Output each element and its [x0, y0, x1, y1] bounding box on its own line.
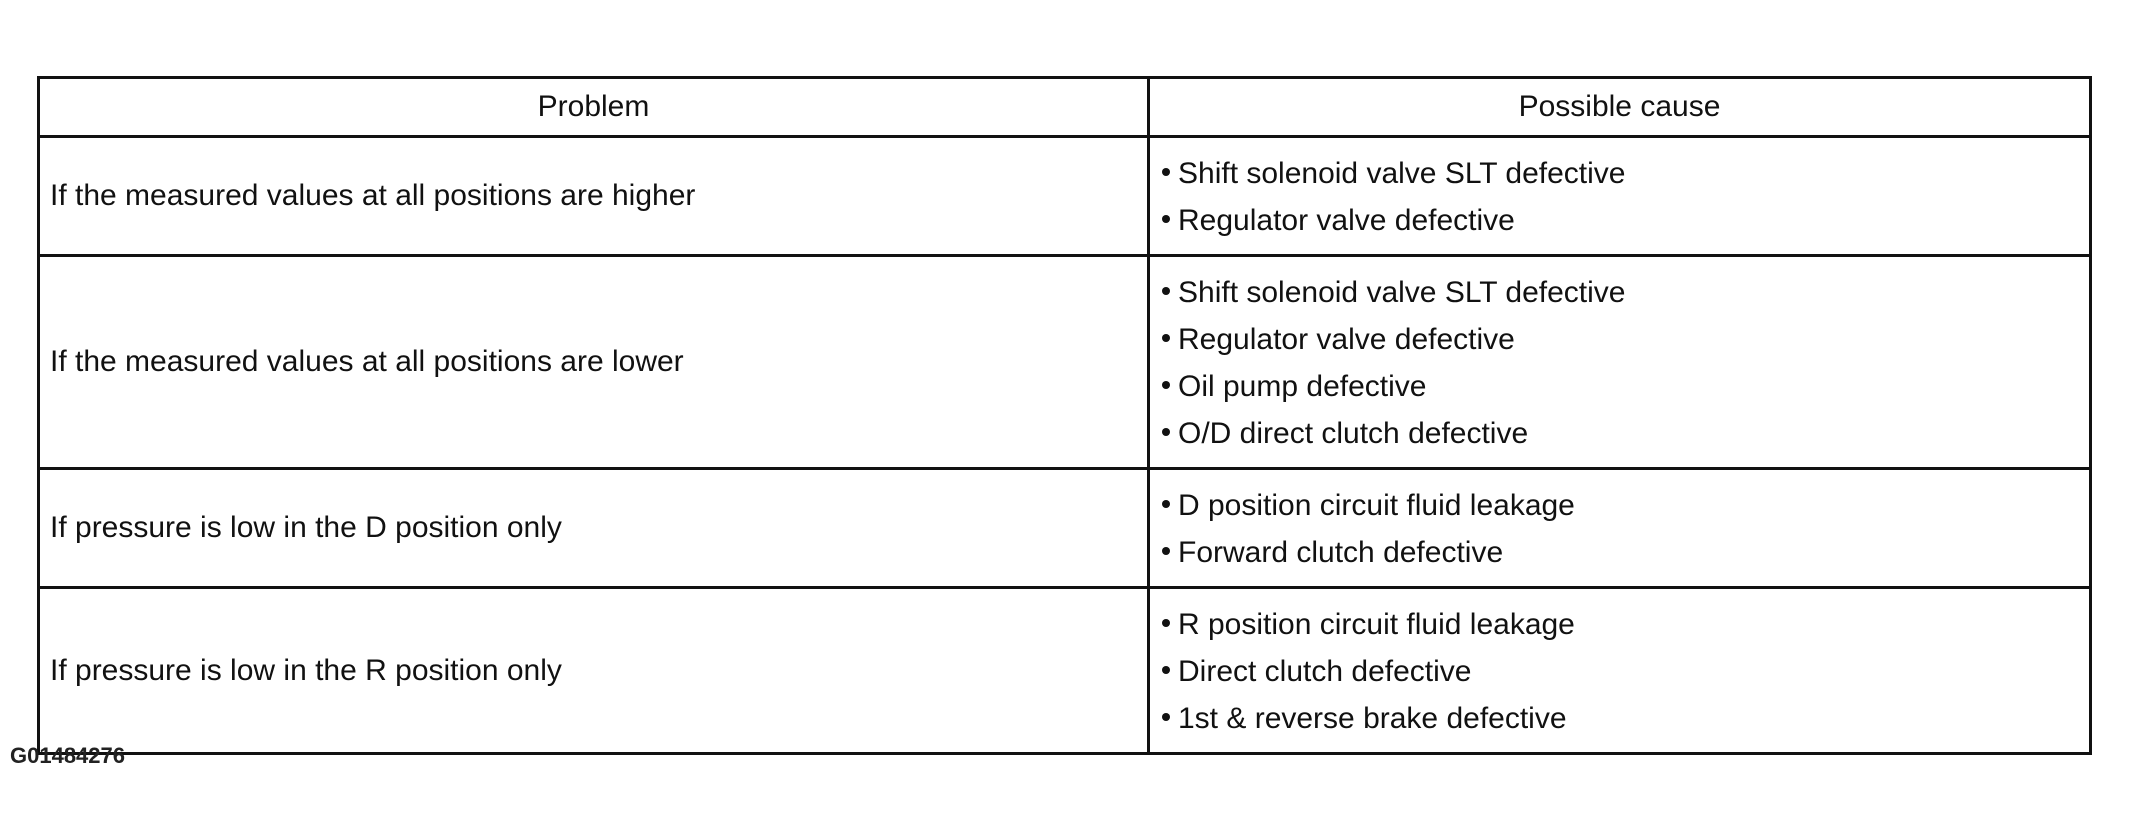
diagnosis-table: Problem Possible cause If the measured v…: [37, 76, 2092, 755]
table-row: If pressure is low in the D position onl…: [37, 467, 2092, 589]
cause-text: O/D direct clutch defective: [1178, 417, 1529, 450]
cause-text: Oil pump defective: [1178, 370, 1427, 403]
cause-item: Regulator valve defective: [1162, 197, 2089, 244]
cause-list: R position circuit fluid leakage Direct …: [1162, 601, 2089, 742]
cause-item: Shift solenoid valve SLT defective: [1162, 269, 2089, 316]
cause-item: Regulator valve defective: [1162, 316, 2089, 363]
causes-cell: Shift solenoid valve SLT defective Regul…: [1147, 135, 2092, 257]
cause-item: Forward clutch defective: [1162, 529, 2089, 576]
bullet-icon: [1162, 666, 1170, 675]
cause-item: Shift solenoid valve SLT defective: [1162, 150, 2089, 197]
bullet-icon: [1162, 334, 1170, 343]
problem-cell: If pressure is low in the D position onl…: [37, 467, 1150, 589]
bullet-icon: [1162, 381, 1170, 390]
table-row: If pressure is low in the R position onl…: [37, 586, 2092, 755]
cause-text: Shift solenoid valve SLT defective: [1178, 157, 1626, 190]
cause-list: Shift solenoid valve SLT defective Regul…: [1162, 269, 2089, 457]
causes-cell: D position circuit fluid leakage Forward…: [1147, 467, 2092, 589]
bullet-icon: [1162, 713, 1170, 722]
cause-text: Regulator valve defective: [1178, 204, 1515, 237]
causes-cell: Shift solenoid valve SLT defective Regul…: [1147, 254, 2092, 470]
bullet-icon: [1162, 428, 1170, 437]
bullet-icon: [1162, 619, 1170, 628]
bullet-icon: [1162, 287, 1170, 296]
cause-item: R position circuit fluid leakage: [1162, 601, 2089, 648]
cause-text: R position circuit fluid leakage: [1178, 608, 1575, 641]
problem-cell: If the measured values at all positions …: [37, 254, 1150, 470]
bullet-icon: [1162, 500, 1170, 509]
bullet-icon: [1162, 168, 1170, 177]
cause-text: Shift solenoid valve SLT defective: [1178, 276, 1626, 309]
causes-cell: R position circuit fluid leakage Direct …: [1147, 586, 2092, 755]
cause-text: Regulator valve defective: [1178, 323, 1515, 356]
problem-cell: If pressure is low in the R position onl…: [37, 586, 1150, 755]
cause-item: D position circuit fluid leakage: [1162, 482, 2089, 529]
diagnosis-table-container: Problem Possible cause If the measured v…: [37, 76, 2092, 755]
cause-item: Oil pump defective: [1162, 363, 2089, 410]
cause-text: 1st & reverse brake defective: [1178, 702, 1567, 735]
problem-cell: If the measured values at all positions …: [37, 135, 1150, 257]
cause-item: O/D direct clutch defective: [1162, 410, 2089, 457]
table-row: If the measured values at all positions …: [37, 135, 2092, 257]
cause-list: Shift solenoid valve SLT defective Regul…: [1162, 150, 2089, 244]
bullet-icon: [1162, 215, 1170, 224]
cause-item: 1st & reverse brake defective: [1162, 695, 2089, 742]
cause-text: Direct clutch defective: [1178, 655, 1472, 688]
problem-column-header: Problem: [37, 76, 1150, 138]
cause-text: D position circuit fluid leakage: [1178, 489, 1575, 522]
cause-item: Direct clutch defective: [1162, 648, 2089, 695]
table-header-row: Problem Possible cause: [37, 76, 2092, 138]
bullet-icon: [1162, 547, 1170, 556]
figure-code: G01484276: [10, 743, 125, 768]
cause-list: D position circuit fluid leakage Forward…: [1162, 482, 2089, 576]
cause-column-header: Possible cause: [1147, 76, 2092, 138]
table-row: If the measured values at all positions …: [37, 254, 2092, 470]
cause-text: Forward clutch defective: [1178, 536, 1504, 569]
